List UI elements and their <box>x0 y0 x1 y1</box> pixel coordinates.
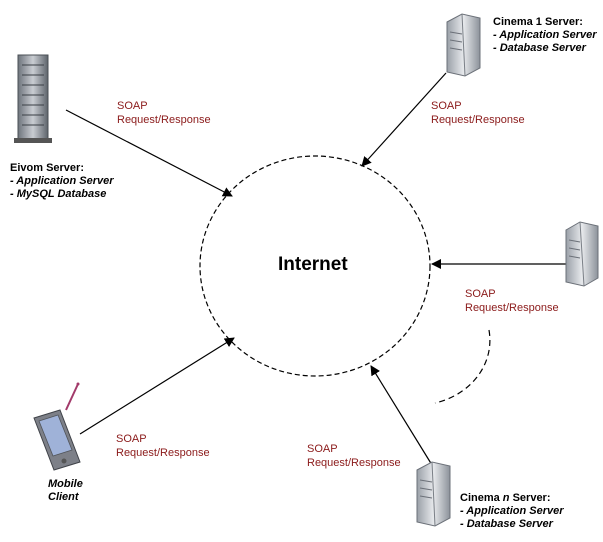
cinema1-server-label: Cinema 1 Server: - Application Server - … <box>493 16 597 55</box>
cinema-n-title-number: n <box>502 492 510 504</box>
soap-label-cinema-n: SOAP Request/Response <box>307 442 401 470</box>
soap-label-eivom: SOAP Request/Response <box>117 99 211 127</box>
cinema1-server-icon <box>446 13 481 77</box>
soap-label-line2: Request/Response <box>431 114 525 126</box>
cinema1-item-2: - Database Server <box>493 42 586 54</box>
cinema-n-server-label: Cinema n Server: - Application Server - … <box>460 492 564 531</box>
cinema-n-title-prefix: Cinema <box>460 492 503 504</box>
eivom-server-title: Eivom Server: <box>10 162 84 174</box>
arrow-eivom <box>65 109 233 197</box>
arrow-mobile <box>79 337 235 435</box>
arrow-cinema1 <box>361 72 447 167</box>
cinema1-server-title: Cinema 1 Server: <box>493 16 597 29</box>
cinema1-item-1: - Application Server <box>493 29 597 41</box>
internet-circle <box>199 155 431 377</box>
soap-label-line1: SOAP <box>117 100 148 112</box>
eivom-server-label: Eivom Server: - Application Server - MyS… <box>10 162 114 201</box>
soap-label-cinema1: SOAP Request/Response <box>431 99 525 127</box>
eivom-item-2: - MySQL Database <box>10 188 107 200</box>
eivom-server-icon <box>14 54 52 143</box>
mobile-device-icon <box>33 382 81 471</box>
soap-label-mobile: SOAP Request/Response <box>116 432 210 460</box>
cinema1-title-prefix: Cinema <box>493 16 536 28</box>
cinema-n-item-2: - Database Server <box>460 518 553 530</box>
cinema-n-title-suffix: Server: <box>509 492 551 504</box>
soap-label-right: SOAP Request/Response <box>465 287 559 315</box>
arrow-cinema-n <box>370 365 433 466</box>
cinema-n-item-1: - Application Server <box>460 505 564 517</box>
soap-label-line2: Request/Response <box>116 447 210 459</box>
eivom-item-1: - Application Server <box>10 175 114 187</box>
mobile-client-line1: Mobile <box>48 478 83 490</box>
right-server-icon <box>565 221 599 287</box>
soap-label-line2: Request/Response <box>117 114 211 126</box>
soap-label-line1: SOAP <box>465 288 496 300</box>
soap-label-line1: SOAP <box>307 443 338 455</box>
mobile-client-line2: Client <box>48 491 79 503</box>
cinema1-title-number: 1 <box>535 16 542 28</box>
mobile-client-label: Mobile Client <box>48 478 83 504</box>
cinema-n-server-icon <box>416 461 451 527</box>
cinema1-title-suffix: Server: <box>541 16 583 28</box>
soap-label-line2: Request/Response <box>465 302 559 314</box>
soap-label-line2: Request/Response <box>307 457 401 469</box>
continuation-arc <box>434 329 491 404</box>
internet-label: Internet <box>278 254 348 275</box>
soap-label-line1: SOAP <box>116 433 147 445</box>
cinema-n-server-title: Cinema n Server: <box>460 492 564 505</box>
soap-label-line1: SOAP <box>431 100 462 112</box>
